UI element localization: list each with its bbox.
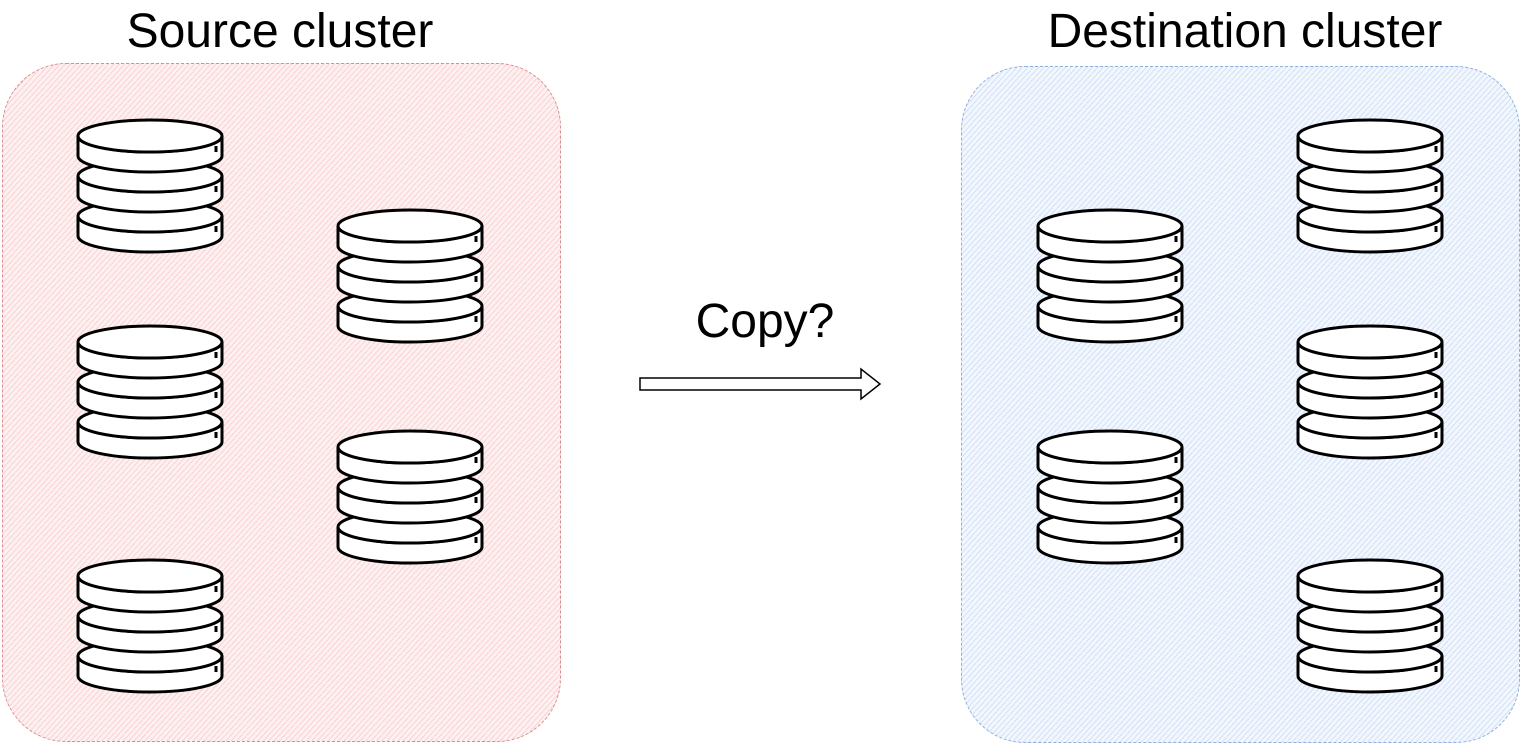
right-arrow-icon xyxy=(639,367,882,401)
copy-label: Copy? xyxy=(695,295,835,348)
database-icon xyxy=(1035,202,1185,352)
database-icon xyxy=(75,318,225,468)
database-icon xyxy=(1295,552,1445,702)
destination-cluster-title: Destination cluster xyxy=(1047,5,1443,58)
database-icon xyxy=(335,423,485,573)
database-icon xyxy=(335,202,485,352)
source-cluster-title: Source cluster xyxy=(126,5,434,58)
database-icon xyxy=(75,552,225,702)
database-icon xyxy=(1295,318,1445,468)
database-icon xyxy=(75,112,225,262)
database-icon xyxy=(1035,423,1185,573)
database-icon xyxy=(1295,112,1445,262)
